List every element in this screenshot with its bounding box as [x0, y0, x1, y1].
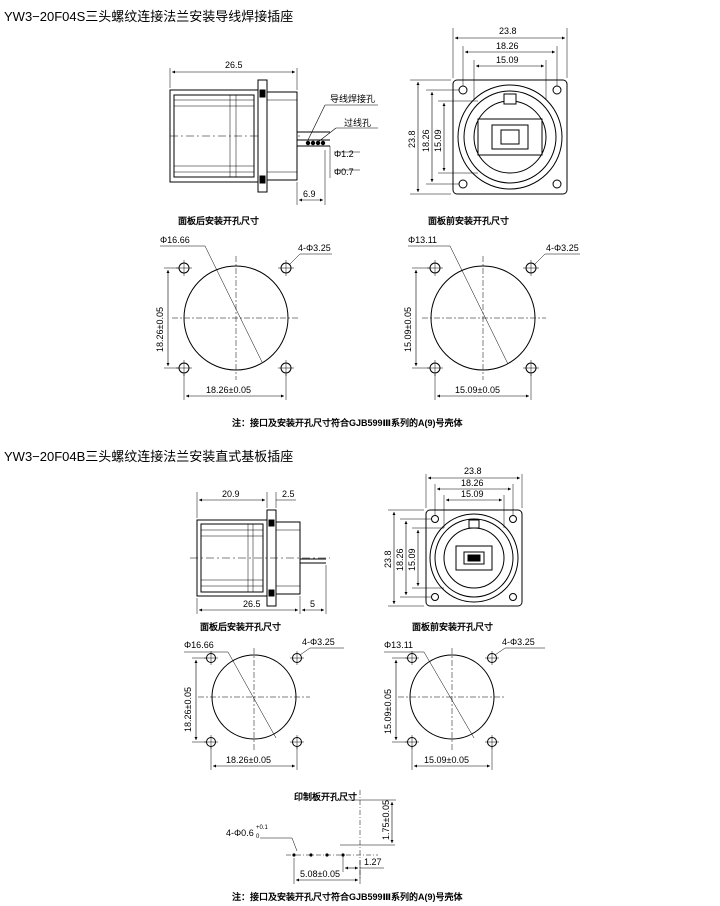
s2-side-length-top: 20.9 — [222, 489, 240, 499]
s1-rear-mount-holes: 4-Φ3.25 — [298, 243, 331, 253]
s2-rear-cutout — [184, 647, 344, 770]
s2-rear-cutout-caption: 面板后安装开孔尺寸 — [200, 621, 281, 632]
s2-front-view — [388, 474, 523, 607]
s2-front-h-outer: 23.8 — [383, 550, 393, 568]
s2-side-pin: 5 — [310, 599, 315, 609]
s2-pcb-span: 5.08±0.05 — [300, 869, 340, 879]
s2-front-w-mid: 18.26 — [461, 478, 484, 488]
s1-rear-cutout — [160, 245, 332, 400]
s2-side-flange: 2.5 — [282, 489, 295, 499]
s1-rear-spacing-v: 18.26±0.05 — [155, 307, 165, 352]
s2-pcb-tol-zero: 0 — [256, 834, 260, 840]
s1-front-h-mid: 18.26 — [421, 129, 431, 152]
s2-front-cutout-caption: 面板前安装开孔尺寸 — [412, 621, 493, 632]
s1-rear-spacing-h: 18.26±0.05 — [206, 385, 251, 395]
s2-side-view — [190, 492, 330, 614]
s2-front-w-outer: 23.8 — [464, 466, 482, 476]
s2-front-cutout — [384, 647, 545, 770]
s1-rear-cutout-caption: 面板后安装开孔尺寸 — [178, 215, 259, 226]
s2-pcb-tol-plus: +0.1 — [256, 825, 269, 831]
s2-front-spacing-v: 15.09±0.05 — [383, 689, 393, 734]
s2-pcb-holes — [292, 853, 345, 857]
s2-rear-mount-holes: 4-Φ3.25 — [302, 637, 335, 647]
s2-front-hole-dia: Φ13.11 — [384, 640, 413, 650]
s1-dia-inner: Φ0.7 — [334, 167, 354, 177]
s1-front-cutout-caption: 面板前安装开孔尺寸 — [428, 215, 509, 226]
s1-side-length: 26.5 — [225, 60, 243, 70]
s1-dia-outer: Φ1.2 — [334, 149, 354, 159]
s1-solder-hole-label: 导线焊接孔 — [330, 93, 375, 104]
s1-side-view — [169, 68, 378, 205]
s2-pcb-pattern — [260, 790, 396, 884]
s1-front-w-outer: 23.8 — [499, 26, 517, 36]
s2-rear-spacing-v: 18.26±0.05 — [183, 687, 193, 732]
s1-note: 注：接口及安装开孔尺寸符合GJB599Ⅲ系列的A(9)号壳体 — [232, 417, 464, 428]
s2-rear-hole-dia: Φ16.66 — [184, 640, 214, 650]
s1-front-w-inner: 15.09 — [496, 55, 519, 65]
s2-front-h-mid: 18.26 — [395, 548, 405, 571]
s2-front-spacing-h: 15.09±0.05 — [424, 755, 469, 765]
s2-note: 注：接口及安装开孔尺寸符合GJB599Ⅲ系列的A(9)号壳体 — [232, 891, 464, 902]
s1-front-cutout — [408, 245, 580, 400]
s2-pcb-caption: 印制板开孔尺寸 — [294, 791, 357, 802]
s1-through-hole-label: 过线孔 — [344, 117, 371, 128]
s2-front-mount-holes: 4-Φ3.25 — [502, 637, 535, 647]
s2-front-w-inner: 15.09 — [461, 489, 484, 499]
s1-rear-hole-dia: Φ16.66 — [160, 235, 190, 245]
s1-front-h-inner: 15.09 — [433, 129, 443, 152]
s2-rear-spacing-h: 18.26±0.05 — [226, 755, 271, 765]
s2-side-length-bottom: 26.5 — [243, 599, 261, 609]
s1-solder-hole-marks — [305, 140, 326, 146]
s1-front-spacing-h: 15.09±0.05 — [455, 385, 500, 395]
s1-front-view — [410, 28, 568, 195]
s2-pcb-offset-v: 1.75±0.05 — [381, 800, 391, 840]
s1-front-h-outer: 23.8 — [407, 130, 417, 148]
section2-title: YW3−20F04B三头螺纹连接法兰安装直式基板插座 — [4, 449, 294, 464]
s1-front-spacing-v: 15.09±0.05 — [403, 307, 413, 352]
s2-pcb-pitch: 1.27 — [364, 857, 382, 867]
section1-title: YW3−20F04S三头螺纹连接法兰安装导线焊接插座 — [4, 9, 294, 24]
s1-front-w-mid: 18.26 — [496, 41, 519, 51]
s1-front-mount-holes: 4-Φ3.25 — [546, 243, 579, 253]
s1-side-offset: 6.9 — [303, 189, 316, 199]
s2-pcb-holes-label: 4-Φ0.6 — [226, 828, 254, 838]
s1-front-hole-dia: Φ13.11 — [408, 235, 437, 245]
s2-front-h-inner: 15.09 — [407, 548, 417, 571]
